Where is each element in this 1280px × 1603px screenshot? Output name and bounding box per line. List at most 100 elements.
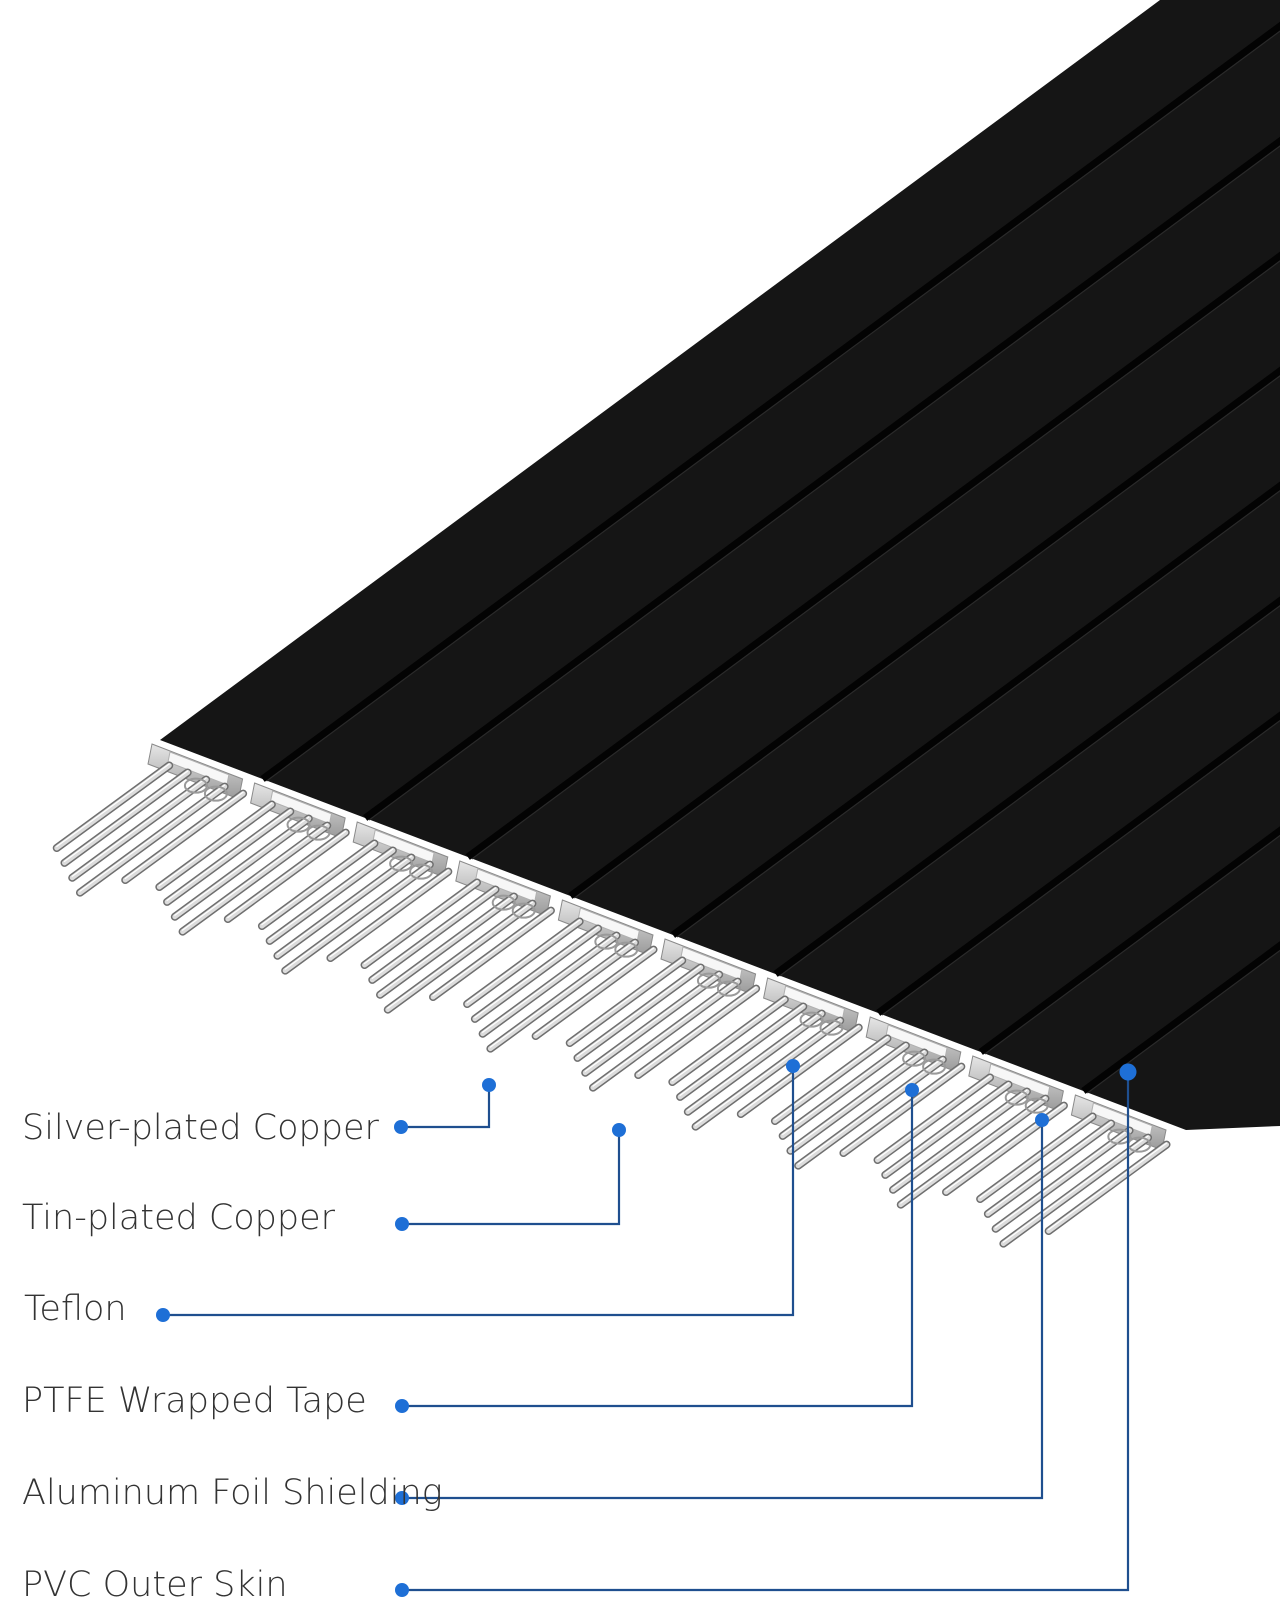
conductor-group-8 xyxy=(770,1034,966,1170)
wire xyxy=(898,1096,1048,1208)
conductor-group-3 xyxy=(257,839,453,975)
wire-highlight xyxy=(363,880,478,965)
wire xyxy=(54,763,172,851)
groove-highlight-4 xyxy=(574,375,1280,899)
pair-oval xyxy=(389,855,414,872)
pair-oval xyxy=(409,863,434,880)
leader-silver-plated-copper xyxy=(401,1085,491,1129)
wire-highlight xyxy=(181,823,328,931)
groove-6 xyxy=(773,596,1280,977)
pair-oval xyxy=(1024,1097,1049,1114)
leader-pvc-outer-skin xyxy=(402,1072,1130,1592)
wire xyxy=(472,926,601,1022)
dot-teflon-label xyxy=(156,1308,170,1322)
wire xyxy=(172,816,312,920)
pair-oval xyxy=(716,980,741,997)
wire-highlight xyxy=(694,1018,841,1126)
wire-highlight xyxy=(227,830,347,919)
conductor-group-7 xyxy=(668,995,863,1131)
pair-oval xyxy=(286,816,311,833)
wire-highlight xyxy=(79,784,226,892)
wire xyxy=(1046,1142,1170,1234)
dot-silver-plated-copper-target xyxy=(482,1078,496,1092)
wire xyxy=(156,802,275,890)
dot-aluminum-foil-shielding-label xyxy=(395,1491,409,1505)
wire-highlight xyxy=(1002,1135,1149,1243)
leader-teflon xyxy=(163,1066,795,1317)
wire-highlight xyxy=(158,802,273,887)
pvc-outer-skin-body xyxy=(160,0,1280,1130)
groove-4 xyxy=(568,366,1280,899)
wire xyxy=(685,1011,825,1115)
wire-highlight xyxy=(276,855,412,955)
wire xyxy=(77,784,228,896)
wire xyxy=(377,894,517,998)
groove-highlight-2 xyxy=(368,145,1280,821)
wire xyxy=(993,1128,1133,1232)
pair-oval xyxy=(1004,1089,1029,1106)
wire-highlight xyxy=(671,997,786,1082)
wire xyxy=(69,777,209,881)
layer-labels: Silver-plated Copper Tin-plated Copper T… xyxy=(22,1108,443,1603)
pair-oval xyxy=(511,902,536,919)
wire xyxy=(787,1050,927,1154)
leader-dots xyxy=(156,1059,1137,1597)
wire xyxy=(164,809,293,905)
leader-lines xyxy=(163,1066,1130,1592)
wire-highlight xyxy=(782,1043,907,1135)
dot-teflon-target xyxy=(786,1059,800,1073)
wire-highlight xyxy=(900,1096,1047,1204)
pair-oval xyxy=(614,941,639,958)
wire xyxy=(693,1018,843,1130)
wire-highlight xyxy=(637,986,757,1075)
groove-highlight-8 xyxy=(984,834,1280,1055)
label-tin-plated-copper: Tin-plated Copper xyxy=(22,1198,336,1238)
pair-oval xyxy=(696,972,721,989)
wire xyxy=(574,965,704,1061)
pair-oval xyxy=(902,1050,927,1067)
wire xyxy=(882,1082,1012,1178)
conductor-group-10 xyxy=(976,1112,1171,1248)
wire xyxy=(282,862,433,974)
wire-highlight xyxy=(884,1082,1010,1174)
wire-highlight xyxy=(892,1089,1028,1189)
wire-highlight xyxy=(995,1128,1131,1228)
cable-grooves xyxy=(260,21,1280,1094)
conductor-group-1 xyxy=(52,761,248,897)
wire xyxy=(267,848,396,944)
leader-tin-plated-copper xyxy=(402,1130,621,1226)
label-aluminum-foil-shielding: Aluminum Foil Shielding xyxy=(22,1473,443,1513)
wire-highlight xyxy=(261,841,376,926)
wire xyxy=(225,830,349,922)
wire xyxy=(464,919,583,1007)
pair-oval xyxy=(491,894,516,911)
wire xyxy=(677,1004,806,1100)
wire xyxy=(480,933,620,1037)
wire xyxy=(61,770,191,866)
wire-highlight xyxy=(1048,1142,1168,1231)
dot-pvc-outer-skin-label xyxy=(395,1583,409,1597)
wire-highlight xyxy=(329,869,449,958)
wire xyxy=(582,972,722,1076)
wire-highlight xyxy=(584,972,720,1072)
wire xyxy=(840,1064,964,1156)
conductor-group-4 xyxy=(360,878,555,1014)
groove-3 xyxy=(465,251,1280,860)
pair-oval xyxy=(594,933,619,950)
wire-highlight xyxy=(687,1011,823,1111)
wire-highlight xyxy=(269,848,394,940)
wire-highlight xyxy=(482,933,618,1033)
pair-oval xyxy=(203,785,228,802)
conductor-groups xyxy=(52,761,1171,1248)
wire xyxy=(430,908,554,1000)
groove-8 xyxy=(978,826,1280,1055)
wire xyxy=(590,979,741,1091)
label-ptfe-wrapped-tape: PTFE Wrapped Tape xyxy=(22,1381,367,1421)
label-pvc-outer-skin: PVC Outer Skin xyxy=(22,1565,288,1603)
dot-ptfe-wrapped-tape-target xyxy=(905,1083,919,1097)
conductor-group-5 xyxy=(463,917,658,1053)
wire xyxy=(327,869,451,961)
pair-oval xyxy=(1107,1128,1132,1145)
label-silver-plated-copper: Silver-plated Copper xyxy=(22,1108,379,1148)
